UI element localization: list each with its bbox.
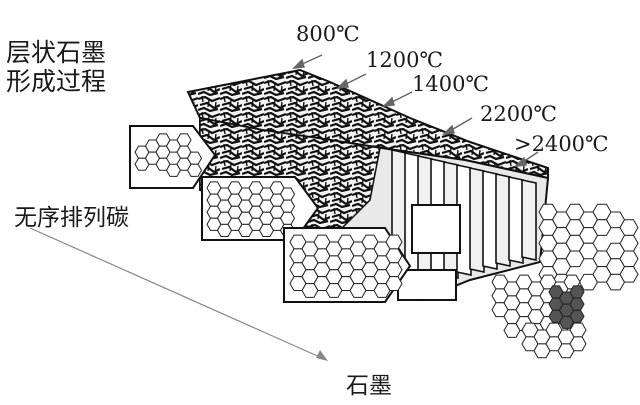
temp-label-2400: >2400℃ (514, 132, 609, 156)
inset-box-2 (201, 176, 320, 241)
graphite-layer-stack (391, 149, 537, 301)
title-line-1: 层状石墨 (6, 38, 107, 67)
graphite-hexagon-clusters (491, 203, 639, 359)
temperature-arrows (291, 54, 539, 167)
temp-label-1200: 1200℃ (366, 48, 443, 72)
disordered-carbon-label: 无序排列碳 (14, 205, 129, 231)
temp-label-1400: 1400℃ (412, 72, 489, 96)
inset-box-1 (129, 125, 217, 189)
graphite-label: 石墨 (346, 373, 392, 399)
title-line-2: 形成过程 (6, 67, 107, 96)
disordered-to-graphite-arrow (29, 227, 328, 361)
inset-box-3 (283, 227, 412, 303)
temp-label-2200: 2200℃ (480, 102, 557, 126)
temp-label-800: 800℃ (296, 22, 360, 46)
